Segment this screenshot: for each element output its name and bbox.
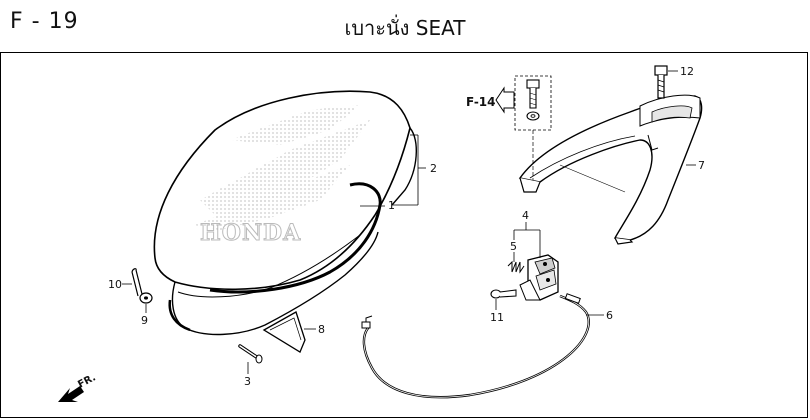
seat-assembly: HONDA	[153, 90, 418, 336]
callout-11: 11	[490, 311, 504, 324]
front-direction-arrow-icon	[58, 386, 84, 402]
part-6-seat-cable	[361, 293, 590, 399]
part-4-seat-latch	[519, 254, 559, 301]
callout-7: 7	[698, 159, 705, 172]
callout-9: 9	[141, 314, 148, 327]
f14-arrow-icon	[495, 86, 515, 114]
part-5-spring	[507, 260, 525, 274]
wing-emblem	[195, 105, 370, 230]
callout-2: 2	[430, 162, 437, 175]
part-3-pin	[238, 344, 263, 364]
seat-base	[171, 231, 379, 336]
f14-reference-group	[495, 75, 552, 180]
callout-1: 1	[388, 199, 395, 212]
part-9-washer	[139, 292, 153, 304]
callout-5: 5	[510, 240, 517, 253]
part-7-rear-carrier	[518, 94, 703, 245]
callout-bracket-1-2	[392, 134, 426, 206]
callout-12: 12	[680, 65, 694, 78]
callout-bracket-4	[513, 222, 541, 262]
figure-code: F - 19	[10, 9, 79, 34]
part-8-plate	[262, 311, 306, 353]
seat-side-band	[391, 127, 418, 206]
callout-3: 3	[244, 375, 251, 388]
callout-4: 4	[522, 209, 529, 222]
part-10-pin	[131, 268, 143, 297]
callout-10: 10	[108, 278, 122, 291]
callout-6: 6	[606, 309, 613, 322]
part-12-bolt	[654, 65, 668, 99]
page-title: เบาะนั่ง SEAT	[344, 16, 466, 40]
honda-watermark: HONDA	[200, 220, 301, 246]
front-direction-label: FR.	[76, 372, 98, 390]
carrier-dash-line	[559, 164, 626, 193]
callout-8: 8	[318, 323, 325, 336]
part-11-bolt	[490, 289, 517, 299]
f14-reference-label[interactable]: F-14	[466, 95, 496, 109]
page-header: F - 19 เบาะนั่ง SEAT	[0, 0, 810, 44]
diagram-frame	[0, 52, 808, 418]
